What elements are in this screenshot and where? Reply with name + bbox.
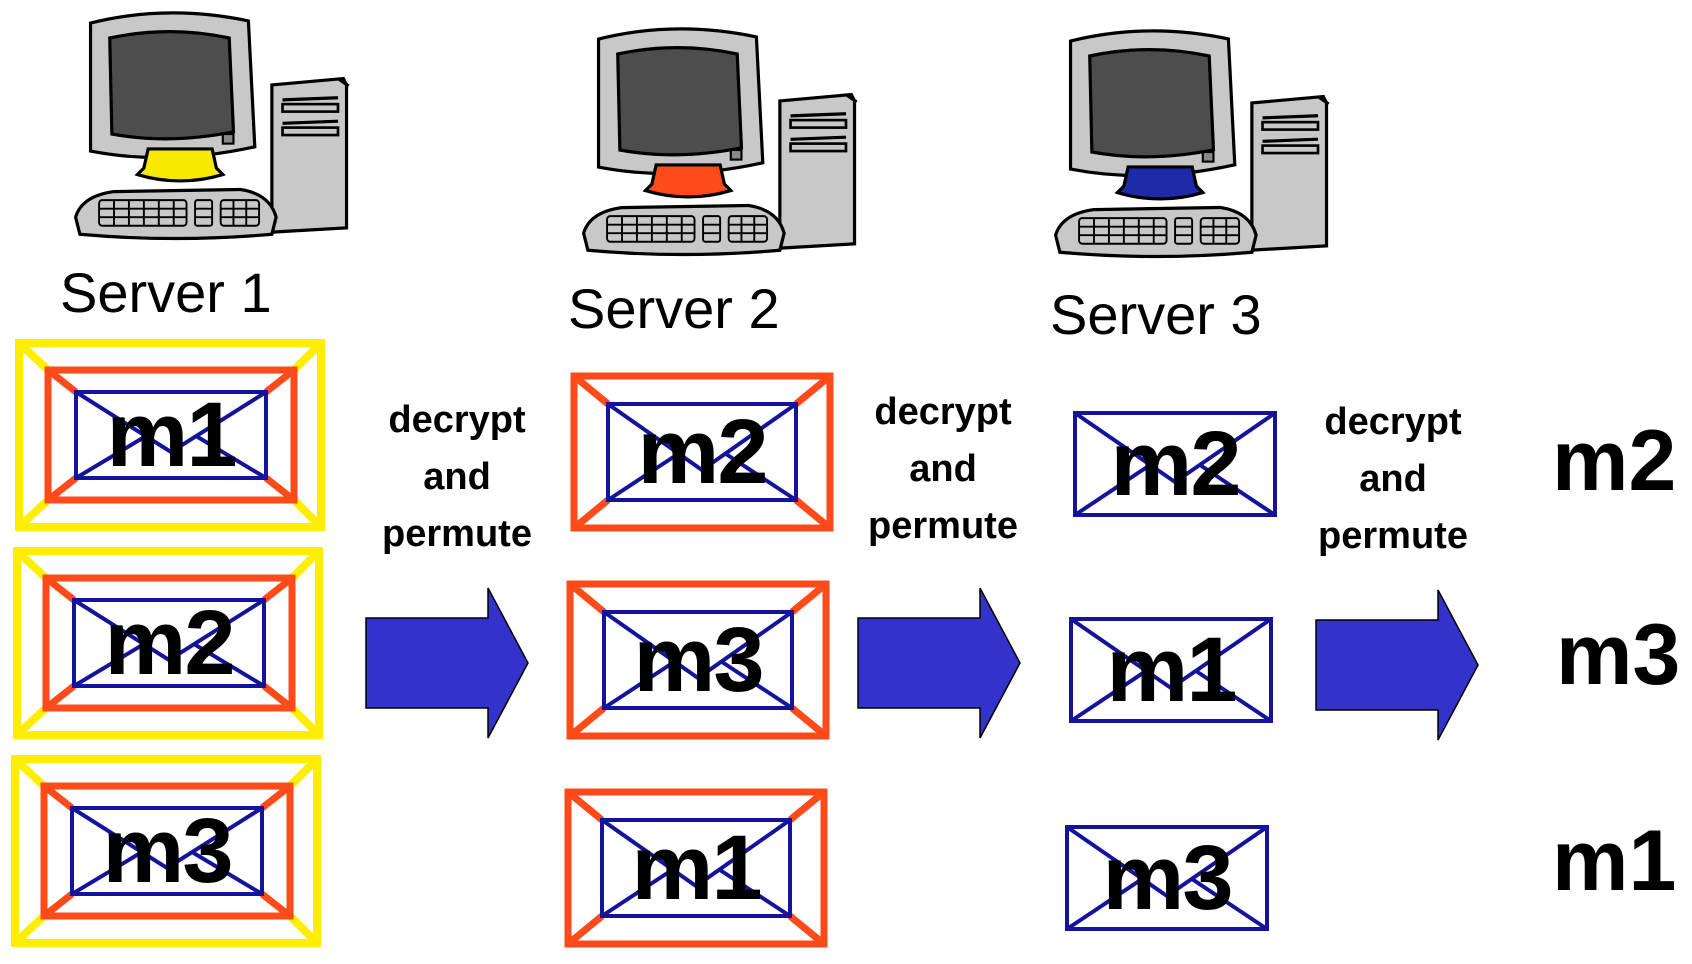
step-3-label: decrypt and permute [1298, 394, 1488, 565]
server-1-label: Server 1 [60, 261, 272, 324]
envelope-col1-row3: m3 [11, 755, 322, 947]
server-1-computer [50, 6, 370, 246]
server-3-monitor-base [1114, 165, 1206, 201]
message-label: m3 [102, 800, 234, 902]
output-message-2: m3 [1556, 607, 1681, 703]
message-label: m1 [106, 384, 238, 486]
output-message-1: m2 [1552, 413, 1677, 509]
step-2-arrow [857, 587, 1034, 739]
step-label-line: decrypt [874, 391, 1012, 433]
server-2-monitor-base [642, 163, 734, 199]
step-label-line: permute [868, 505, 1018, 547]
step-label-line: and [423, 456, 491, 498]
step-label-line: decrypt [388, 399, 526, 441]
server-2-label: Server 2 [568, 277, 780, 340]
envelope-col3-row1: m2 [1072, 410, 1278, 518]
message-label: m2 [637, 401, 769, 503]
envelope-col3-row2: m1 [1068, 616, 1274, 724]
message-label: m3 [1102, 827, 1234, 929]
server-3-computer [1030, 24, 1350, 264]
message-label: m3 [633, 609, 765, 711]
server-1-monitor-base [134, 147, 226, 183]
step-1-label: decrypt and permute [362, 392, 552, 563]
step-2-label: decrypt and permute [848, 384, 1038, 555]
output-message-3: m1 [1552, 813, 1677, 909]
step-1-arrow [365, 587, 542, 739]
envelope-col2-row1: m2 [570, 372, 834, 532]
step-label-line: and [1359, 458, 1427, 500]
envelope-col2-row2: m3 [566, 580, 830, 740]
message-label: m1 [631, 817, 763, 919]
envelope-col2-row3: m1 [564, 788, 828, 948]
envelope-col1-row1: m1 [15, 339, 326, 531]
envelope-col3-row3: m3 [1064, 824, 1270, 932]
server-3-label: Server 3 [1050, 283, 1262, 346]
message-label: m2 [104, 592, 236, 694]
step-label-line: and [909, 448, 977, 490]
server-2-computer [558, 22, 878, 262]
step-label-line: permute [382, 513, 532, 555]
step-3-arrow [1315, 589, 1492, 741]
message-label: m1 [1106, 619, 1238, 721]
step-label-line: permute [1318, 515, 1468, 557]
envelope-col1-row2: m2 [13, 547, 324, 739]
message-label: m2 [1110, 413, 1242, 515]
step-label-line: decrypt [1324, 401, 1462, 443]
